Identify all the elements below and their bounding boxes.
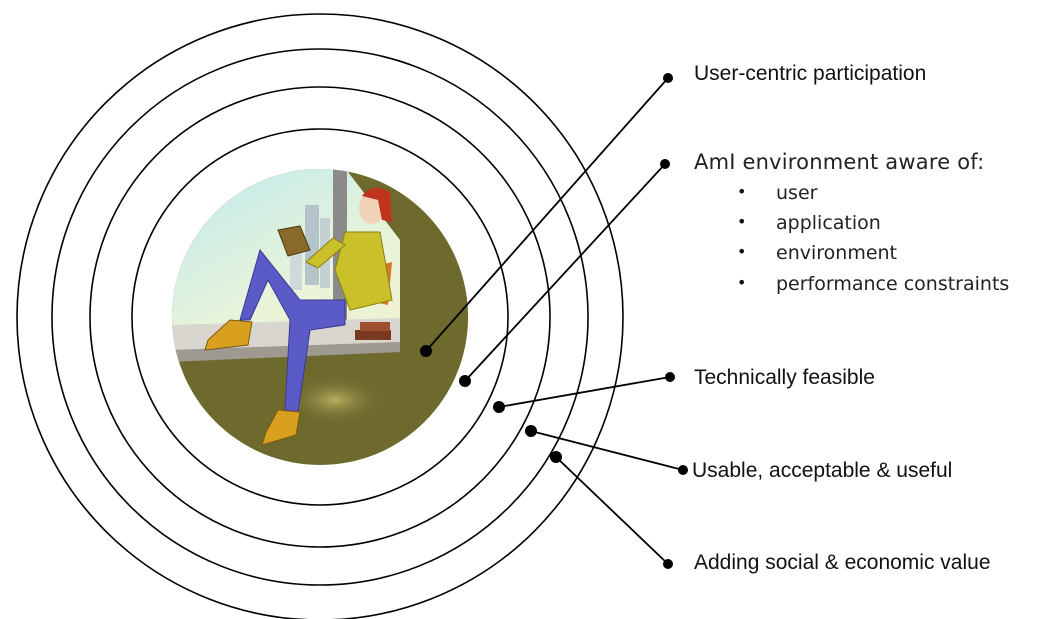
ring-3 — [51, 48, 589, 586]
aware-item-application: application — [776, 212, 881, 234]
connector-usable — [530, 430, 684, 471]
connector-dots — [420, 73, 688, 569]
dot-outer-aml-aware — [660, 159, 670, 169]
label-aml-environment-aware: AmI environment aware of: — [694, 150, 985, 174]
bullet-environment: • — [737, 242, 747, 261]
dot-inner-aml-aware — [459, 375, 471, 387]
label-user-centric-participation: User-centric participation — [694, 62, 927, 85]
dot-inner-usable — [525, 425, 537, 437]
aware-item-user: user — [776, 182, 818, 204]
dot-inner-user-centric — [420, 345, 432, 357]
connector-social-value — [555, 456, 669, 565]
connector-aml-aware — [464, 163, 666, 382]
dot-inner-social-value — [550, 451, 562, 463]
dot-outer-social-value — [663, 559, 673, 569]
label-technically-feasible: Technically feasible — [694, 366, 875, 389]
ring-2 — [89, 86, 551, 548]
aware-item-environment: environment — [776, 242, 898, 264]
illustration-reading-woman — [172, 169, 468, 465]
bullet-user: • — [737, 182, 747, 201]
connector-lines — [425, 77, 684, 565]
connector-technically-feasible — [498, 376, 671, 408]
ring-4 — [16, 13, 624, 619]
dot-outer-technically-feasible — [665, 372, 675, 382]
concentric-rings — [16, 13, 624, 619]
bullet-application: • — [737, 212, 747, 231]
bullet-performance-constraints: • — [737, 273, 747, 292]
aware-item-performance-constraints: performance constraints — [776, 273, 1010, 295]
dot-inner-technically-feasible — [493, 401, 505, 413]
dot-outer-usable — [678, 465, 688, 475]
label-usable-acceptable-useful: Usable, acceptable & useful — [692, 459, 953, 482]
label-adding-social-economic-value: Adding social & economic value — [694, 551, 991, 574]
dot-outer-user-centric — [663, 73, 673, 83]
ring-1 — [131, 128, 509, 506]
connector-user-centric — [425, 77, 669, 352]
